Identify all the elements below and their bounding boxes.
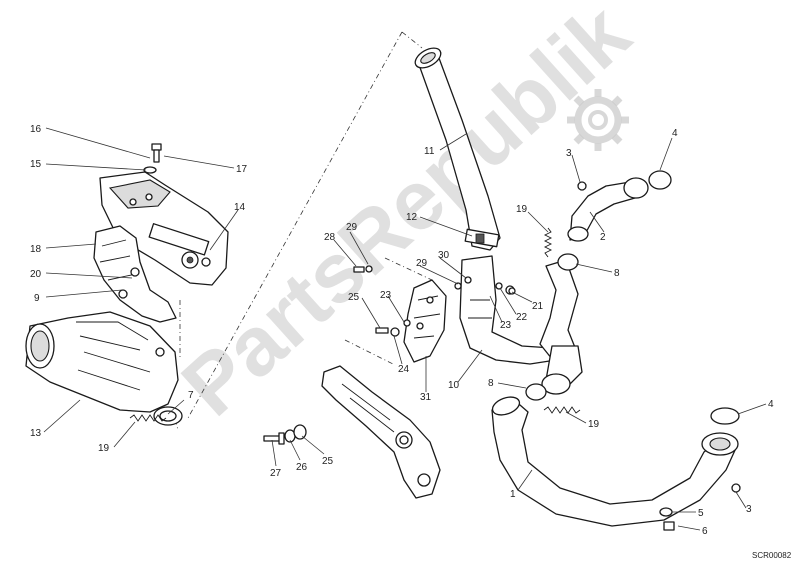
gasket-8-upper [557,253,579,271]
header-pipe-upper [567,177,649,242]
callout-23-right: 23 [500,320,512,331]
callout-17: 17 [236,164,248,175]
callout-29-b: 29 [416,258,428,269]
callout-labels: 16 15 17 14 18 20 9 13 7 19 11 12 19 3 4… [30,124,774,537]
callout-25-upper: 25 [348,292,360,303]
callout-5: 5 [698,508,704,519]
header-pipe-lower [491,396,739,527]
heat-shield [93,225,177,323]
gear-icon [567,89,629,151]
bolt-6 [663,521,675,531]
callout-12: 12 [406,212,418,223]
nut-3-upper [577,181,587,191]
callout-30: 30 [438,250,450,261]
callout-15: 15 [30,159,42,170]
gasket-8-lower [525,383,547,401]
callout-25-lower: 25 [322,456,334,467]
callout-2: 2 [600,232,606,243]
spring-19-lower [543,406,581,414]
callout-4-upper: 4 [672,128,678,139]
leader-lines [43,127,767,531]
muffler-bracket [99,171,229,286]
callout-21: 21 [532,301,544,312]
callout-20: 20 [30,269,42,280]
callout-22: 22 [516,312,528,323]
callout-31: 31 [420,392,432,403]
callout-3-lower: 3 [746,504,752,515]
callout-10: 10 [448,380,460,391]
callout-16: 16 [30,124,42,135]
callout-29-a: 29 [346,222,358,233]
clamp [464,228,500,248]
reference-axis-line-2 [344,257,433,366]
collector-pipe [459,255,583,395]
callout-28: 28 [324,232,336,243]
bolt-16 [151,143,162,163]
callout-3-upper: 3 [566,148,572,159]
silencer [25,311,183,426]
reference-axis-line [171,31,423,431]
callout-23-left: 23 [380,290,392,301]
callout-19-left: 19 [98,443,110,454]
callout-13: 13 [30,428,42,439]
callout-18: 18 [30,244,42,255]
bolts-center [353,265,516,337]
spring-19-upper [543,227,553,258]
callout-26: 26 [296,462,308,473]
callout-11: 11 [424,146,435,157]
footpeg-bracket [321,365,441,499]
gasket-4-lower [710,407,740,425]
callout-8-upper: 8 [614,268,620,279]
callout-6: 6 [702,526,708,537]
callout-8-lower: 8 [488,378,494,389]
callout-19-lower: 19 [588,419,600,430]
gasket-4-upper [648,170,672,190]
nut-3-lower [731,483,741,493]
drawing-code: SCR00082 [752,551,792,560]
bolts-bottom [263,424,307,445]
washer-5 [659,507,673,517]
callout-27: 27 [270,468,282,479]
callout-1: 1 [510,489,516,500]
callout-24: 24 [398,364,410,375]
callout-4-lower: 4 [768,399,774,410]
callout-9: 9 [34,293,40,304]
spring-19-left [129,414,167,422]
callout-14: 14 [234,202,246,213]
callout-7: 7 [188,390,194,401]
pipe-heat-shield [403,279,447,363]
callout-19-upper: 19 [516,204,528,215]
